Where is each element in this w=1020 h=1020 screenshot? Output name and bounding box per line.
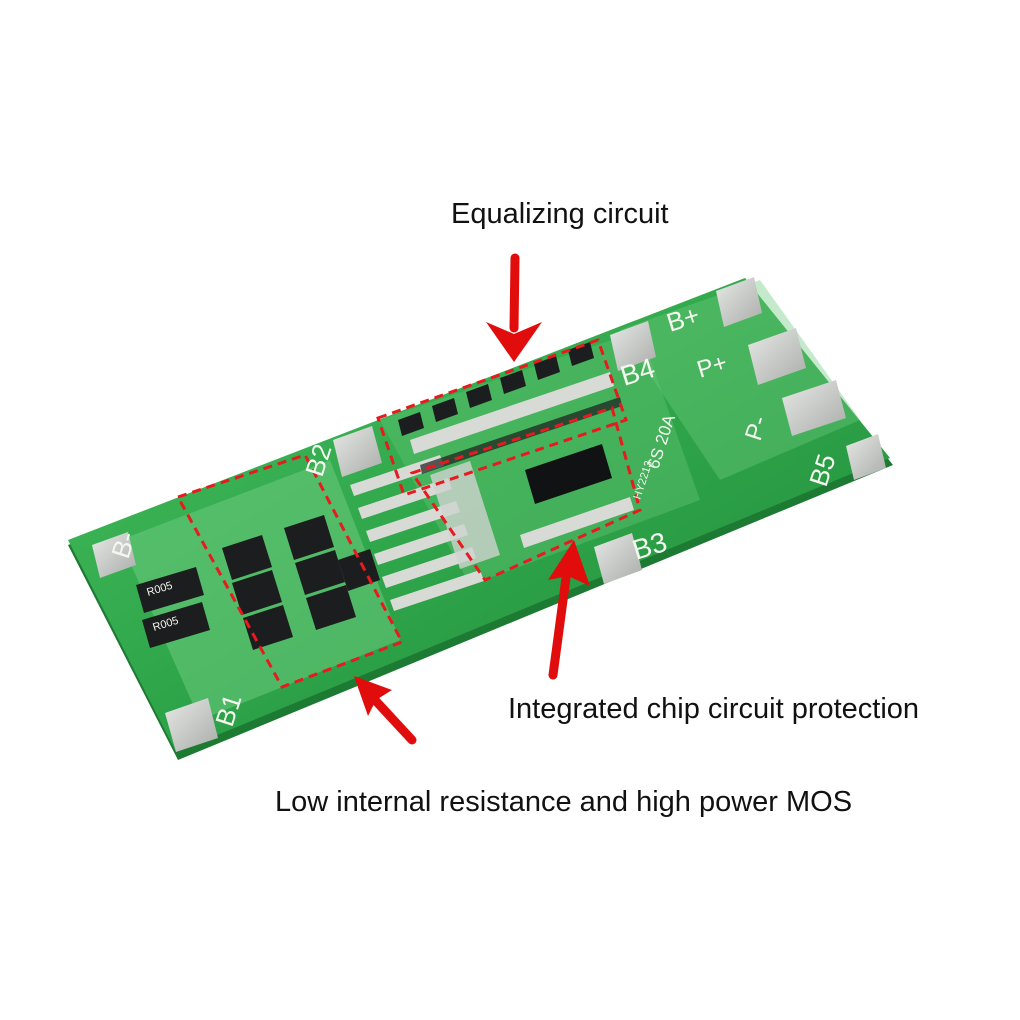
mos-caption: Low internal resistance and high power M… bbox=[275, 786, 853, 818]
chip-protection-caption: Integrated chip circuit protection bbox=[508, 693, 920, 725]
equalizing-highlight-box bbox=[376, 338, 628, 497]
protection-ic bbox=[430, 444, 634, 569]
mosfet-array bbox=[222, 515, 380, 650]
highlight-boxes bbox=[175, 338, 642, 689]
mos-highlight-box bbox=[175, 453, 405, 689]
arrow-icon bbox=[354, 253, 590, 745]
chip-highlight-box bbox=[409, 406, 642, 582]
sense-resistors: R005 R005 bbox=[136, 567, 210, 648]
equalizing-circuit-caption: Equalizing circuit bbox=[451, 198, 669, 230]
solder-pads bbox=[92, 277, 886, 752]
